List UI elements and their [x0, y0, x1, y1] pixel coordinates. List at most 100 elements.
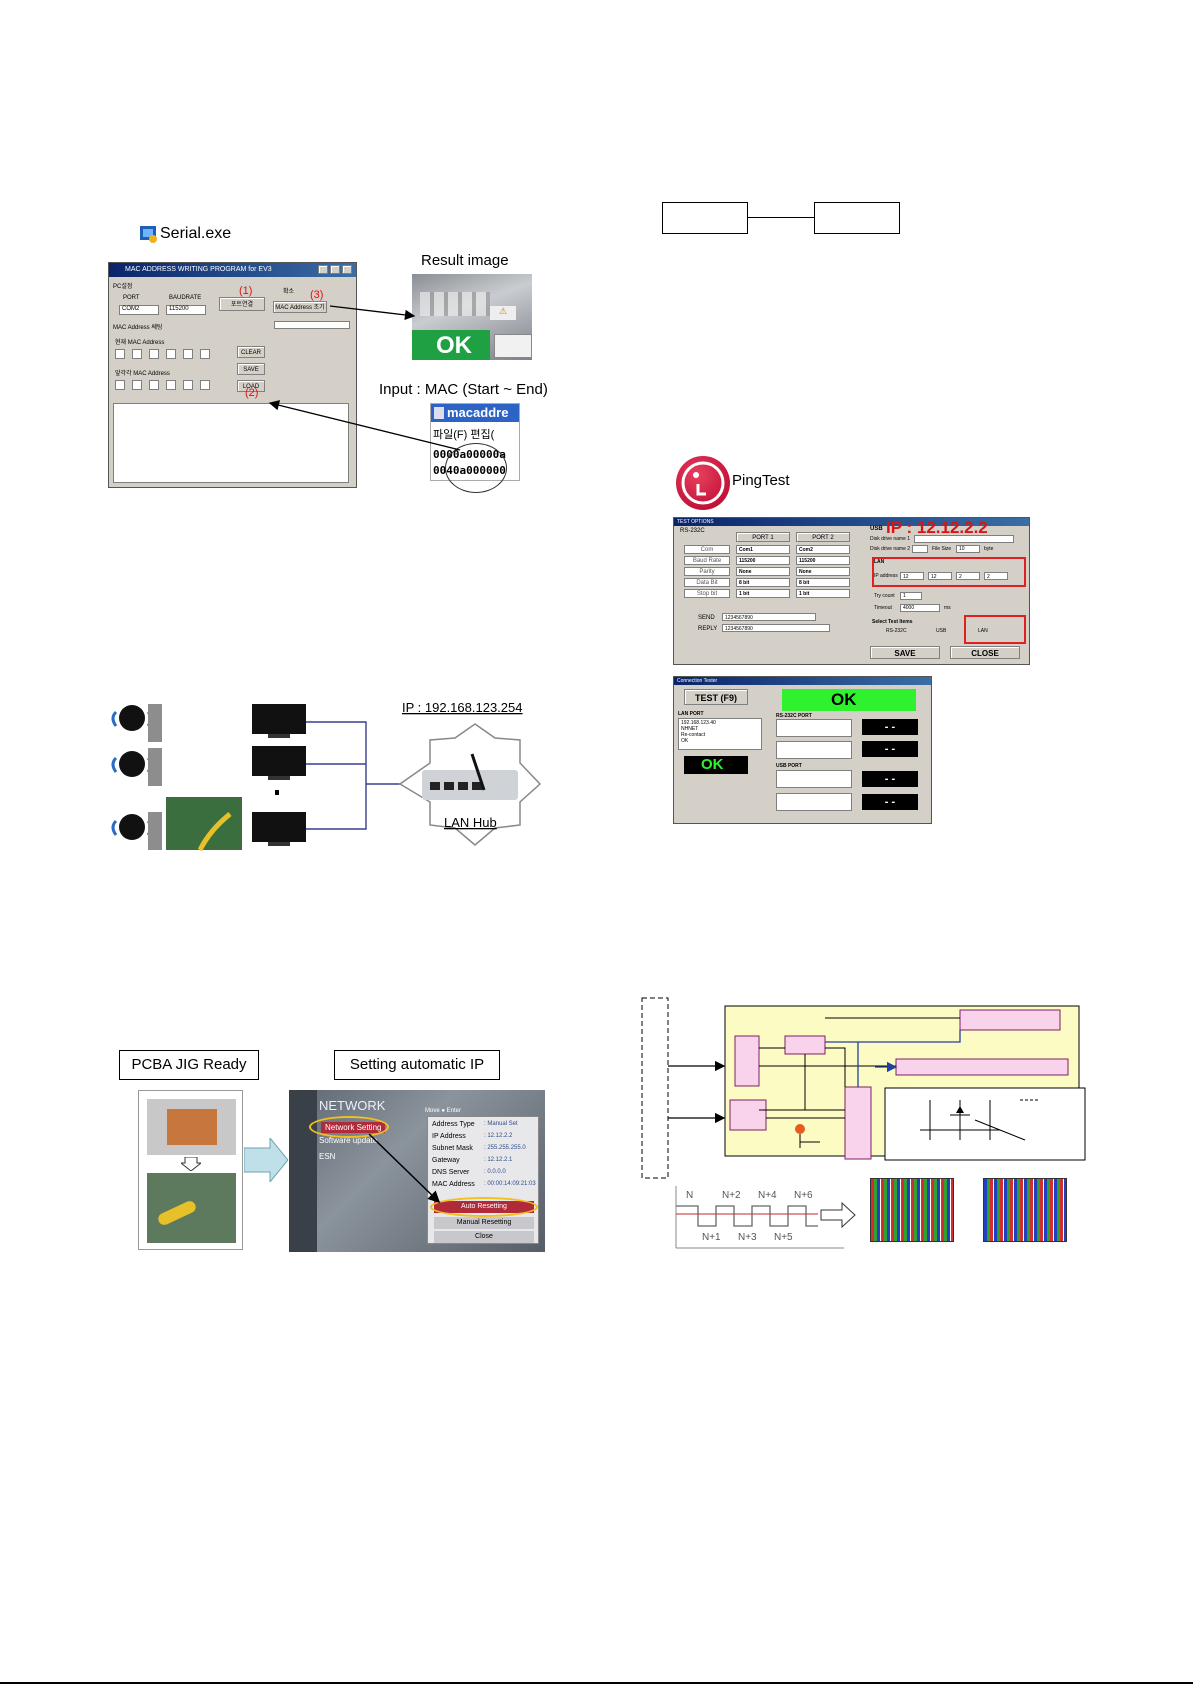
mac-octet-field[interactable]	[200, 380, 210, 390]
mac-octet-field[interactable]	[115, 380, 125, 390]
lan-checkbox[interactable]: LAN	[978, 628, 988, 634]
wave-label-top: N+2	[722, 1190, 741, 1201]
mac-octet-field[interactable]	[132, 349, 142, 359]
port1-header: PORT 1	[736, 532, 790, 542]
usb-drive2-field[interactable]	[912, 545, 928, 553]
clear-button[interactable]: CLEAR	[237, 346, 265, 358]
port1-select[interactable]: 1 bit	[736, 589, 790, 598]
ip-octet-field[interactable]: 2	[956, 572, 980, 580]
port-select[interactable]: COM2	[119, 305, 159, 315]
menu-item-esn[interactable]: ESN	[319, 1152, 336, 1161]
timeout-label: Timeout	[874, 605, 892, 611]
usb-drive1-field[interactable]	[914, 535, 1014, 543]
options-save-button[interactable]: SAVE	[870, 646, 940, 659]
port1-select[interactable]: None	[736, 567, 790, 576]
info-key: DNS Server	[432, 1169, 470, 1176]
serial-exe-icon	[139, 224, 159, 244]
operator-icon	[111, 814, 153, 840]
mac-address-check-button[interactable]: MAC Address 조기	[273, 301, 327, 313]
mac-octet-field[interactable]	[166, 380, 176, 390]
mac-octet-field[interactable]	[132, 380, 142, 390]
port2-select[interactable]: 1 bit	[796, 589, 850, 598]
reply-field[interactable]: 1234567890	[722, 624, 830, 632]
info-value: : 12.12.2.1	[484, 1157, 513, 1163]
maximize-button[interactable]	[330, 265, 340, 274]
rs232c-checkbox[interactable]: RS-232C	[886, 628, 907, 634]
usb-checkbox[interactable]: USB	[936, 628, 947, 634]
load-button[interactable]: LOAD	[237, 380, 265, 392]
network-setting-highlight	[309, 1116, 389, 1138]
pingtest-label: PingTest	[732, 472, 790, 489]
option-row-label: Stop bit	[684, 589, 730, 598]
ip-address-label: IP address	[874, 573, 898, 579]
step-1-label: (1)	[239, 285, 253, 297]
port2-select[interactable]: None	[796, 567, 850, 576]
port2-select[interactable]: Com2	[796, 545, 850, 554]
tv-icon	[252, 746, 306, 780]
test-f9-button[interactable]: TEST (F9)	[684, 689, 748, 705]
minimize-button[interactable]	[318, 265, 328, 274]
mac-octet-field[interactable]	[166, 349, 176, 359]
result-image-title: Result image	[421, 252, 509, 269]
jig-cable	[156, 1199, 198, 1227]
port2-select[interactable]: 8 bit	[796, 578, 850, 587]
usb-port1-field	[776, 770, 852, 788]
flow-connector	[748, 217, 814, 218]
ok-big-text: OK	[831, 690, 857, 709]
mac-octet-field[interactable]	[183, 380, 193, 390]
baudrate-label: BAUDRATE	[169, 295, 202, 301]
mac-octet-field[interactable]	[149, 380, 159, 390]
ip-octet-field[interactable]: 12	[900, 572, 924, 580]
port1-select[interactable]: Com1	[736, 545, 790, 554]
baudrate-select[interactable]: 115200	[166, 305, 206, 315]
port-connect-button[interactable]: 포트연결	[219, 297, 265, 311]
serial-arrows	[268, 305, 461, 451]
port-label: PORT	[123, 295, 140, 301]
ok-banner	[412, 330, 490, 360]
pcb-board	[167, 1109, 217, 1145]
try-count-field[interactable]: 1	[900, 592, 922, 600]
arrow-to-result	[329, 305, 416, 321]
wave-label-bottom: N+5	[774, 1232, 793, 1243]
usb-status-2: - -	[862, 794, 918, 810]
notepad-titlebar	[431, 404, 519, 422]
pixel-grid-right	[983, 1178, 1067, 1242]
mac-octet-field[interactable]	[149, 349, 159, 359]
send-field[interactable]: 1234567890	[722, 613, 816, 621]
save-button[interactable]: SAVE	[237, 363, 265, 375]
port2-select[interactable]: 115200	[796, 556, 850, 565]
pc-setting-group: PC설정	[113, 284, 133, 290]
menu-icons-column	[289, 1090, 317, 1252]
ip-octet-field[interactable]: 2	[984, 572, 1008, 580]
oscillator-icon	[795, 1124, 805, 1134]
options-close-button[interactable]: CLOSE	[950, 646, 1020, 659]
file-size-field[interactable]: 10	[956, 545, 980, 553]
menu-close-button[interactable]: Close	[434, 1231, 534, 1243]
port1-select[interactable]: 8 bit	[736, 578, 790, 587]
usb-status-1: - -	[862, 771, 918, 787]
ip-octet-field[interactable]: 12	[928, 572, 952, 580]
menu-item-software-update[interactable]: Software update	[319, 1136, 378, 1145]
info-value: : 00:00:14:09:21:03	[484, 1181, 536, 1187]
mac-octet-field[interactable]	[115, 349, 125, 359]
lan-port-label: LAN PORT	[678, 711, 704, 717]
select-test-label: Select Test Items	[872, 619, 913, 625]
lan-cables	[306, 721, 400, 830]
current-mac-label: 현재 MAC Address	[115, 340, 165, 346]
close-button[interactable]	[342, 265, 352, 274]
input-mac-title: Input : MAC (Start ~ End)	[379, 381, 548, 398]
port1-select[interactable]: 115200	[736, 556, 790, 565]
rs232c-status-1: - -	[862, 719, 918, 735]
info-value: : 12.12.2.2	[484, 1133, 513, 1139]
wave-label-top: N	[686, 1190, 693, 1201]
mac-octet-field[interactable]	[200, 349, 210, 359]
pc-tower-icon	[148, 748, 162, 786]
mac-octet-field[interactable]	[183, 349, 193, 359]
manual-resetting-button[interactable]: Manual Resetting	[434, 1217, 534, 1229]
tv-network-menu-photo: NETWORK Move ● Enter Network Setting Sof…	[289, 1090, 545, 1252]
timeout-field[interactable]: 4000	[900, 604, 940, 612]
